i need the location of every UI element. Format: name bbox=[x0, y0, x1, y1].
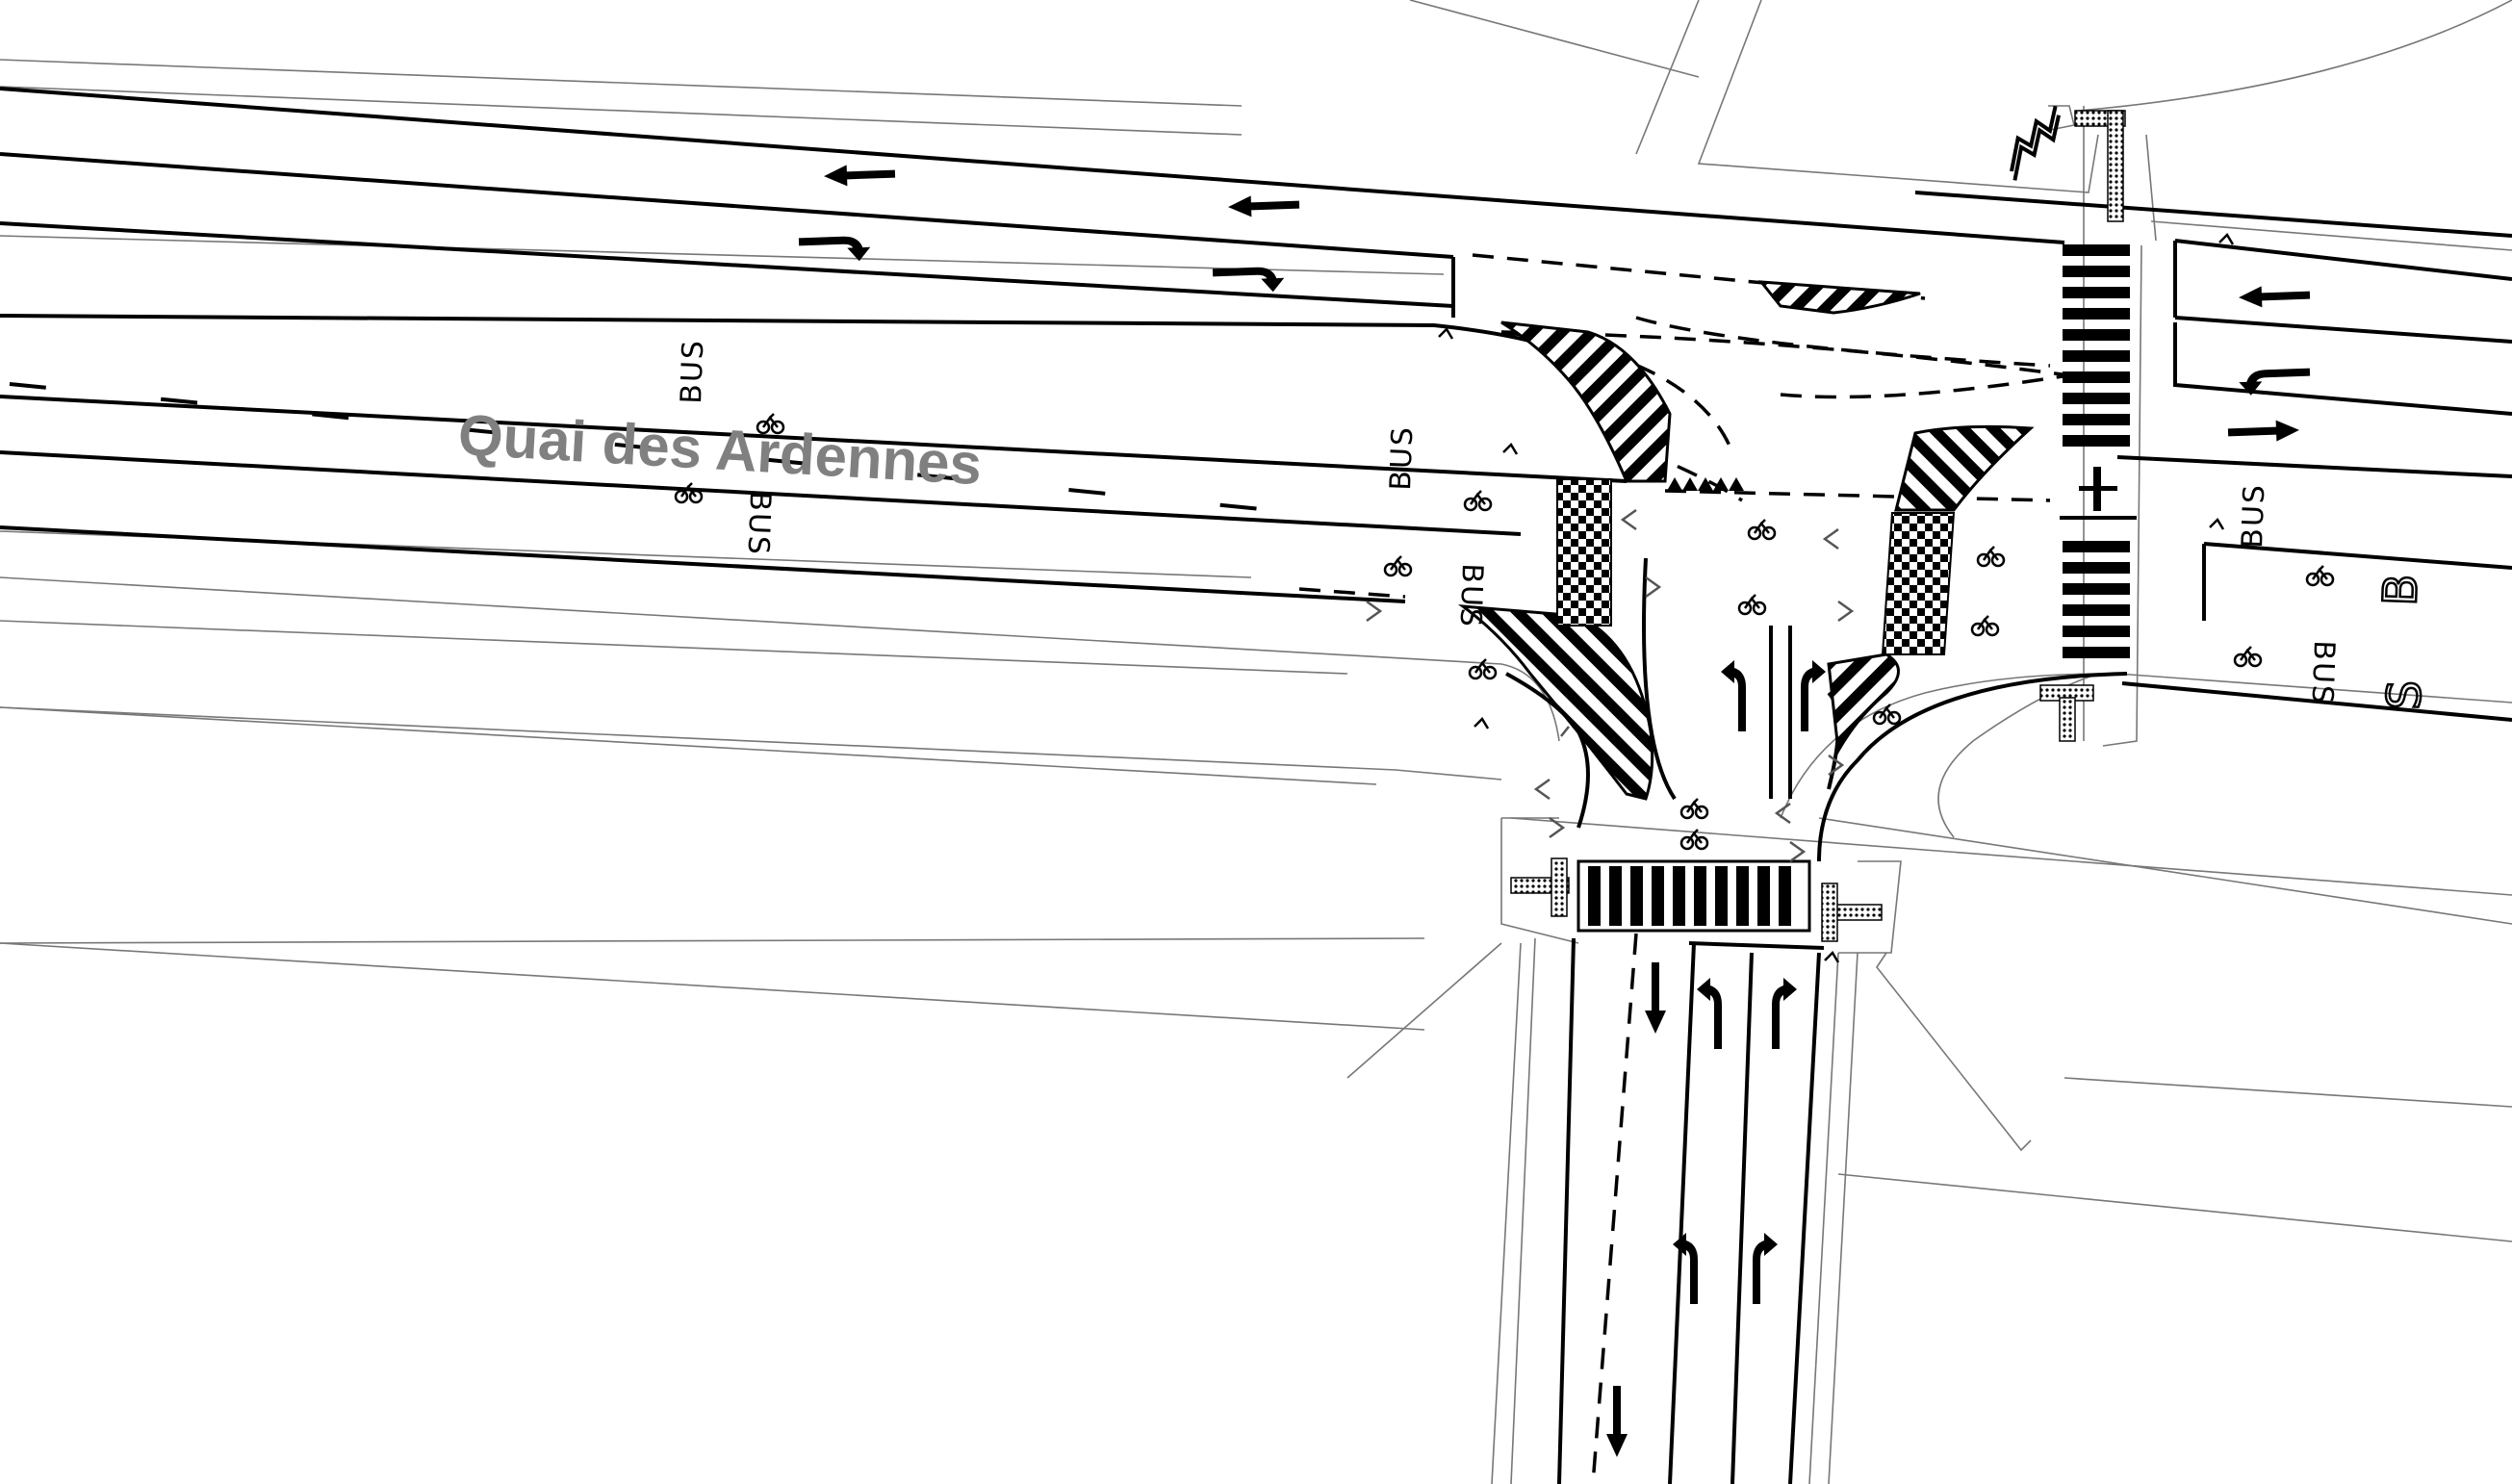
hatched-island bbox=[1827, 652, 1900, 755]
lane-arrow-icon bbox=[1227, 193, 1300, 218]
lane-arrow-icon bbox=[2227, 419, 2300, 444]
bus-lane-marking: BUS bbox=[1453, 563, 1489, 629]
hatched-islands bbox=[1457, 280, 2035, 801]
tactile-paving bbox=[1510, 110, 2126, 942]
upper-carriageway bbox=[0, 87, 2512, 722]
zebra-crossing-south bbox=[1576, 859, 1811, 933]
bus-lane-marking: BUS bbox=[741, 491, 777, 557]
bicycle-icon bbox=[1976, 545, 2006, 568]
bicycle-icon bbox=[1872, 703, 1902, 726]
lane-arrow-icon bbox=[2238, 284, 2311, 309]
bicycle-icon bbox=[1383, 554, 1413, 577]
bicycle-icon bbox=[1463, 489, 1493, 512]
lane-letters: B S bbox=[2372, 572, 2434, 711]
yield-teeth bbox=[1667, 477, 1744, 491]
bicycle-icon bbox=[2305, 564, 2335, 587]
bicycle-icon bbox=[2233, 645, 2263, 668]
bike-crossing bbox=[1881, 512, 1956, 655]
hatched-island bbox=[1894, 424, 2035, 512]
bike-crossings bbox=[1556, 477, 1956, 655]
bicycle-icon bbox=[1679, 797, 1709, 820]
bus-lane-marking: BUS bbox=[1384, 425, 1420, 492]
chevrons bbox=[1366, 508, 1855, 863]
zebra-crossing-east bbox=[2060, 244, 2137, 658]
lane-arrow-icon bbox=[1212, 266, 1285, 294]
lane-arrow-icon bbox=[1801, 660, 1826, 731]
bicycle-icon bbox=[1737, 593, 1767, 616]
lane-letter-b: B bbox=[2373, 574, 2428, 607]
lane-arrow-icon bbox=[1721, 660, 1746, 731]
bus-lane-marking: BUS bbox=[2305, 640, 2341, 706]
hatched-island bbox=[1500, 320, 1672, 483]
bike-crossing bbox=[1556, 478, 1612, 627]
lane-arrow-icon bbox=[1753, 1233, 1778, 1304]
lane-letter-s: S bbox=[2377, 679, 2432, 710]
lane-arrow-icon bbox=[823, 163, 896, 188]
lane-arrow-icon bbox=[1645, 962, 1666, 1034]
bicycle-icon bbox=[1747, 518, 1777, 541]
bus-lane-marking: BUS bbox=[675, 339, 710, 405]
bicycle-icon bbox=[674, 481, 704, 504]
zigzag-sign bbox=[2010, 105, 2061, 181]
hatched-island bbox=[1457, 604, 1654, 801]
small-ticks bbox=[1438, 232, 2235, 963]
lane-arrow-icon bbox=[1772, 978, 1797, 1049]
bus-lane-marking: BUS bbox=[2236, 483, 2271, 550]
lane-arrow-icon bbox=[798, 235, 871, 264]
bicycle-icon bbox=[1970, 614, 2000, 637]
lane-arrow-icon bbox=[1697, 978, 1722, 1049]
lane-arrow-icon bbox=[1606, 1386, 1628, 1457]
hatched-island bbox=[1757, 280, 1921, 315]
bus-markings: BUS BUS BUS BUS BUS BUS bbox=[675, 339, 2341, 706]
